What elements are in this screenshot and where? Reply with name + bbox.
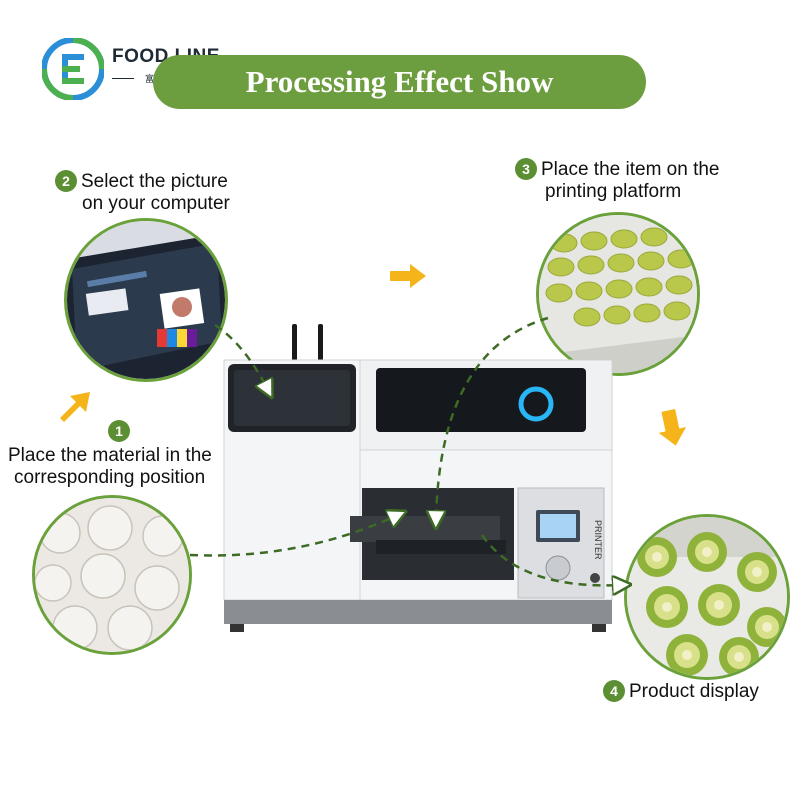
step-3-line2: printing platform (545, 181, 682, 202)
step-4-badge: 4 (603, 680, 625, 702)
step-3-badge: 3 (515, 158, 537, 180)
arrow-up-right-icon (60, 392, 90, 422)
step-2-line2: on your computer (82, 193, 230, 214)
step-1-label: 1 Place the material in the correspondin… (8, 420, 230, 489)
step-1-line1: Place the material in the (8, 445, 212, 466)
arrow-screen-to-printer (214, 323, 268, 390)
printer-panel-label: PRINTER (593, 520, 603, 560)
title-banner: Processing Effect Show (153, 55, 646, 109)
cookies-platform-photo (536, 212, 700, 376)
page-title: Processing Effect Show (245, 64, 554, 99)
food-line-logo-icon (42, 38, 104, 100)
uv-printer-illustration: PRINTER (223, 324, 613, 632)
step-2-badge: 2 (55, 170, 77, 192)
arrow-material-to-printer (189, 515, 398, 557)
arrow-down-icon (658, 408, 687, 446)
wafer-discs-photo (32, 495, 192, 655)
arrow-right-icon (390, 264, 426, 288)
step-2-line1: Select the picture (81, 171, 228, 192)
arrow-platform-to-printer (436, 316, 549, 520)
step-3-line1: Place the item on the (541, 159, 720, 180)
step-1-line2: corresponding position (14, 467, 206, 488)
step-1-badge: 1 (108, 420, 130, 442)
step-4-text: Product display (629, 681, 759, 702)
computer-screen-photo (64, 218, 228, 382)
arrow-printer-to-product (480, 534, 622, 585)
